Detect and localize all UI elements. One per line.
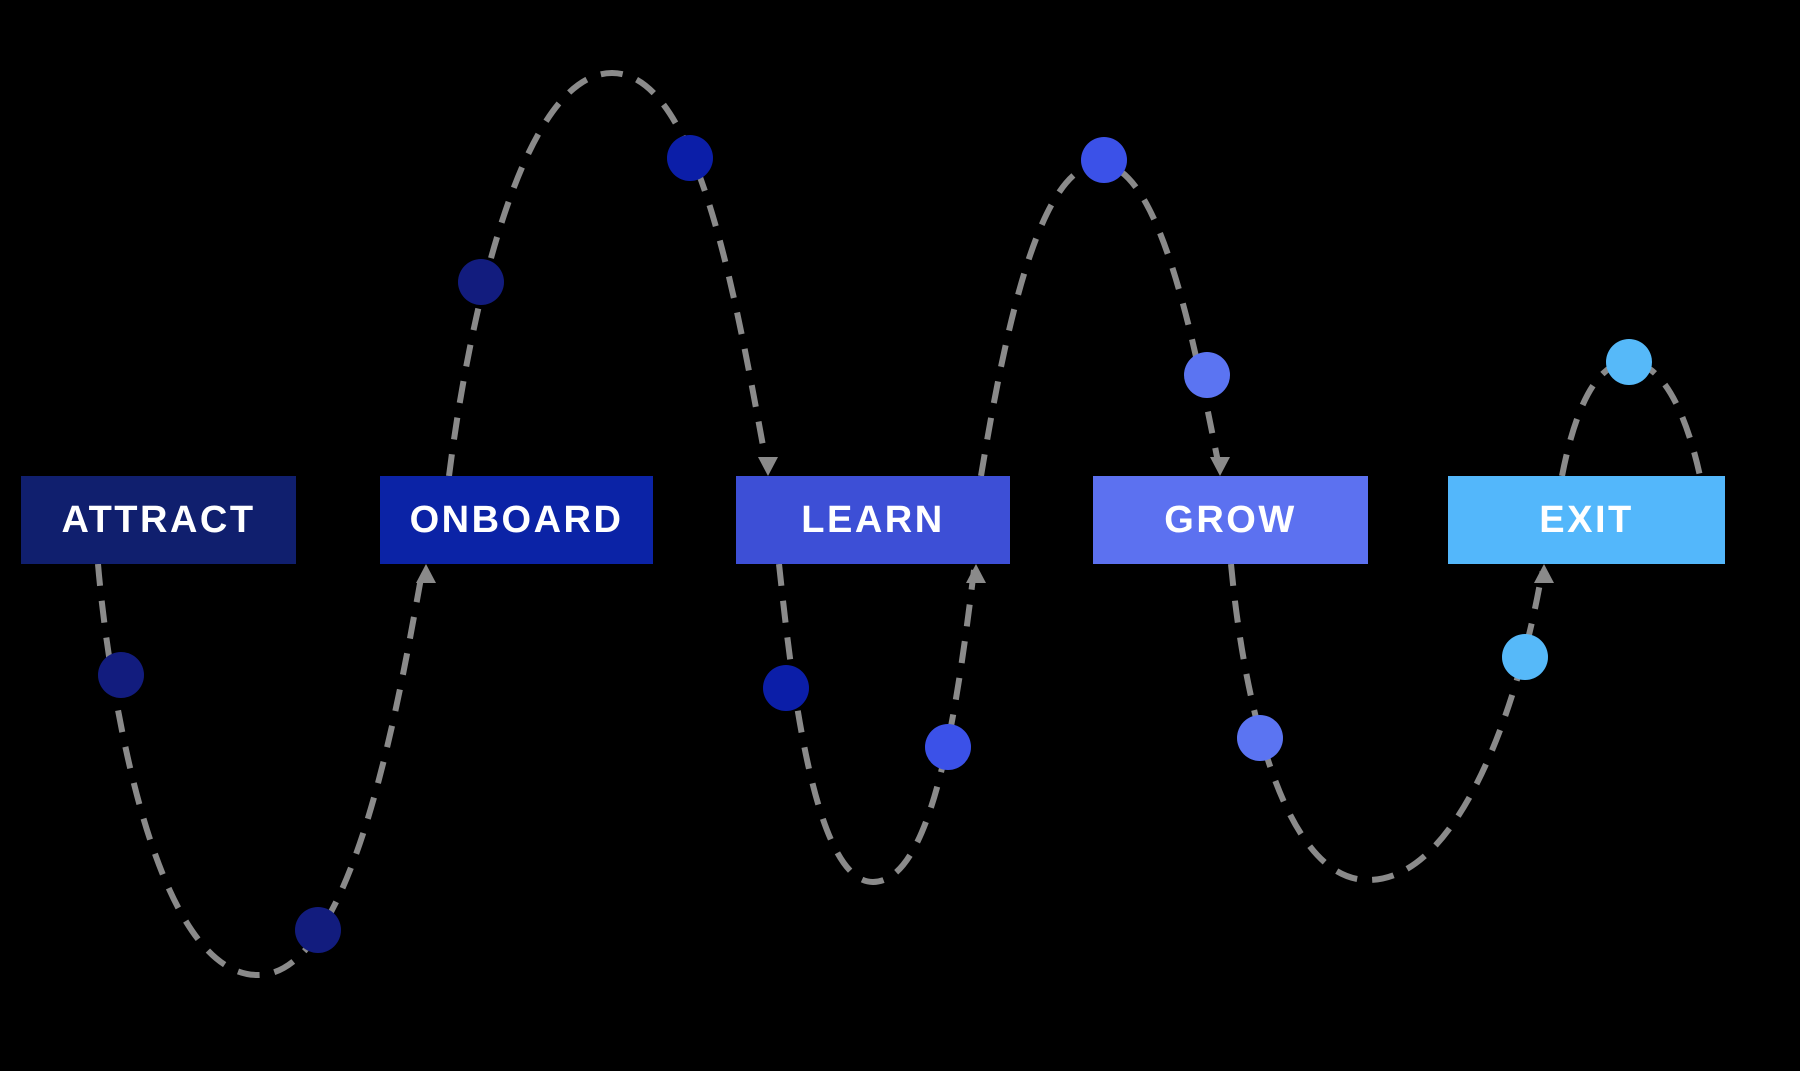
journey-dot <box>925 724 971 770</box>
arrowhead-up-icon <box>966 564 986 583</box>
journey-dot <box>1237 715 1283 761</box>
journey-dot <box>98 652 144 698</box>
stage-learn-label: LEARN <box>801 498 945 541</box>
stage-learn: LEARN <box>736 476 1010 564</box>
journey-curve-segment <box>776 563 977 886</box>
journey-dot <box>458 259 504 305</box>
journey-dot <box>295 907 341 953</box>
journey-curve-segment <box>95 563 424 979</box>
stage-attract-label: ATTRACT <box>61 498 256 541</box>
journey-dot <box>1606 339 1652 385</box>
journey-curve-segment <box>1559 358 1703 477</box>
arrowhead-down-icon <box>1210 457 1230 476</box>
journey-curve-segment <box>1228 563 1545 884</box>
journey-dot <box>1081 137 1127 183</box>
journey-curve-segment <box>446 69 769 477</box>
journey-dot <box>763 665 809 711</box>
stage-grow-label: GROW <box>1164 498 1297 541</box>
journey-curve-segment <box>978 160 1221 477</box>
arrowhead-down-icon <box>758 457 778 476</box>
stage-attract: ATTRACT <box>21 476 296 564</box>
arrowhead-up-icon <box>416 564 436 583</box>
stage-exit: EXIT <box>1448 476 1725 564</box>
journey-dot <box>1502 634 1548 680</box>
stage-onboard-label: ONBOARD <box>409 498 624 541</box>
stage-exit-label: EXIT <box>1539 498 1634 541</box>
stage-grow: GROW <box>1093 476 1368 564</box>
stage-onboard: ONBOARD <box>380 476 653 564</box>
journey-dot <box>667 135 713 181</box>
arrowhead-up-icon <box>1534 564 1554 583</box>
journey-dot <box>1184 352 1230 398</box>
